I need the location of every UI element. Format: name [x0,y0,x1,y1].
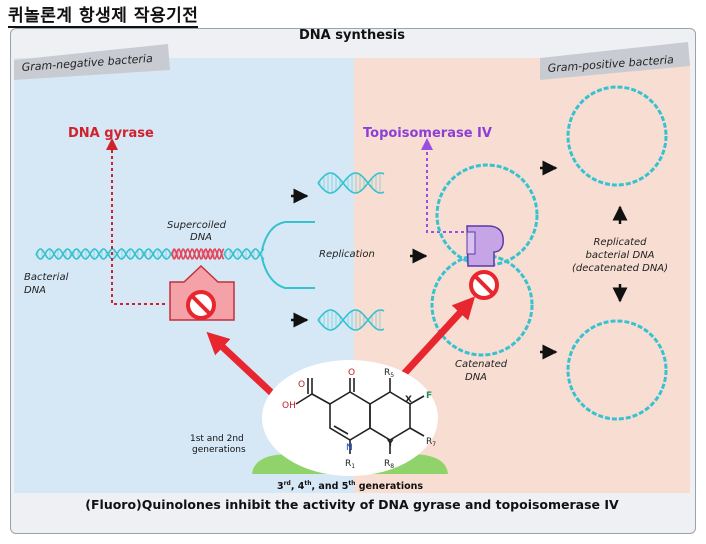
supercoiled-dna-helix [171,247,225,261]
quinolone-molecule-backdrop [262,360,438,476]
supercoiled-label-line2: DNA [190,232,212,243]
gram-positive-banner: Gram-positive bacteria [540,42,690,80]
replicated-copy-lower [317,309,385,331]
r5-label: R5 [384,368,394,379]
dna-gyrase-label: DNA gyrase [68,126,154,141]
replicated-dna-bottom [566,319,668,421]
replicated-copy-upper [317,172,385,194]
generations-12-line2: generations [192,445,246,455]
quinolone-arrow-to-topo [399,296,476,379]
bacterial-dna-label-line2: DNA [24,285,46,296]
y-label: Y [386,439,394,449]
bacterial-dna-label-line1: Bacterial [24,272,69,283]
x-label: X [405,395,412,405]
nitrogen-label: N [346,443,353,453]
supercoiled-label-line1: Supercoiled [167,220,227,231]
fluorine-label: F [426,391,432,401]
generations-12-line1: 1st and 2nd [190,434,244,444]
replicated-dna-top [566,85,668,187]
gram-negative-banner: Gram-negative bacteria [14,44,170,80]
generations-345-label: 3rd, 4th, and 5th generations [277,480,423,492]
gyrase-inhibition-icon [186,290,216,320]
topo-inhibition-icon [469,270,499,300]
r8-label: R8 [384,459,394,470]
dna-helices [35,172,385,331]
catenated-label-line2: DNA [465,372,487,383]
topoisomerase-label: Topoisomerase IV [363,126,492,141]
replication-label: Replication [319,249,375,260]
catenated-label-line1: Catenated [455,359,508,370]
fork-upper-strand [261,221,315,251]
replicated-label-line3: (decatenated DNA) [572,263,668,274]
bacterial-dna-helix-right [223,248,265,260]
replicated-label-line1: Replicated [593,237,647,248]
bacterial-dna-helix [35,248,173,260]
replicated-label-line2: bacterial DNA [585,250,654,261]
korean-title: 퀴놀론계 항생제 작용기전 [8,6,199,28]
r1-label: R1 [345,459,355,470]
quinolone-arrow-to-gyrase [206,331,278,399]
topoisomerase-iv-enzyme [466,225,504,267]
figure-title: DNA synthesis [299,28,405,43]
fork-lower-strand [261,257,315,289]
quinolone-structure [295,378,425,454]
topo-dotted-arrow [421,138,470,233]
r7-label: R7 [426,437,436,448]
footer-caption: (Fluoro)Quinolones inhibit the activity … [85,497,619,512]
oh-label: OH [282,401,296,411]
keto-o-label: O [348,368,355,378]
acid-o-label: O [298,380,305,390]
